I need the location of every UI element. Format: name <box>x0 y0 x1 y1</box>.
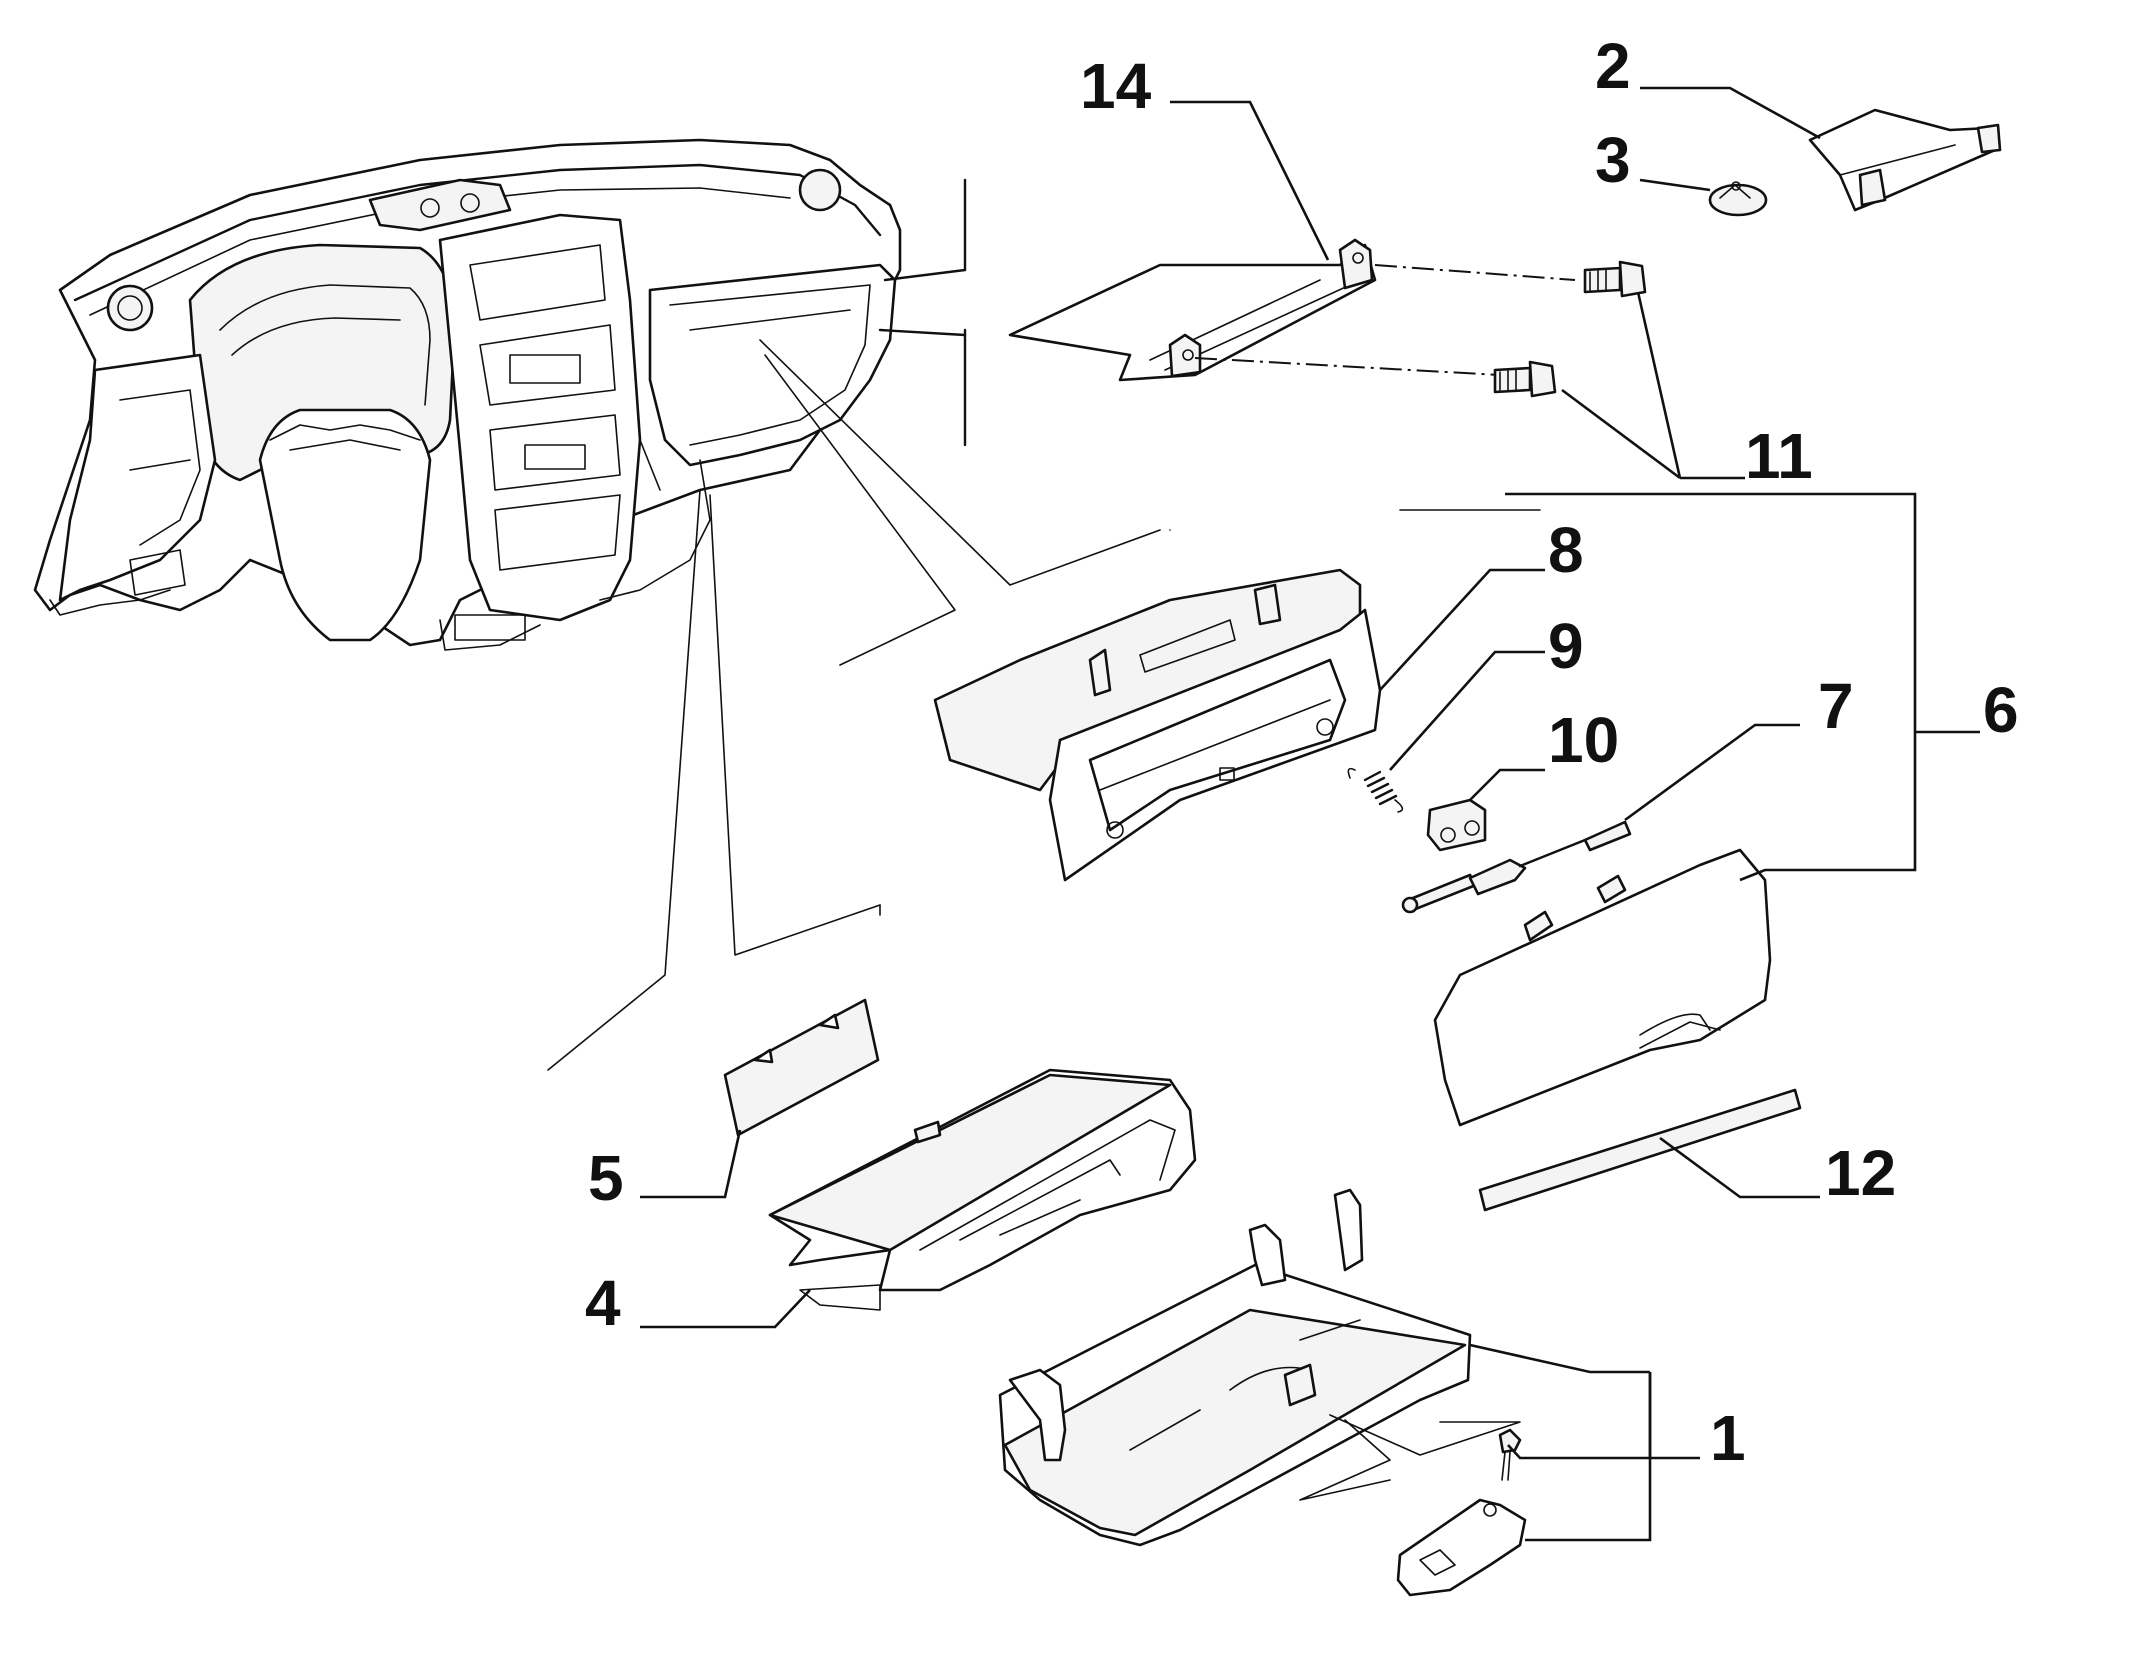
part-4-tray <box>768 1068 1197 1311</box>
callout-2: 2 <box>1595 30 1631 102</box>
dashboard-assembly <box>33 138 967 651</box>
part-12-strip <box>1478 1088 1802 1212</box>
part-8-glovebox-frame <box>933 568 1382 882</box>
callout-6: 6 <box>1983 674 2019 746</box>
callout-8: 8 <box>1548 514 1584 586</box>
part-14-bracket-plate <box>1008 238 1576 382</box>
part-5-cover <box>723 998 880 1137</box>
part-1-glovebox <box>998 1188 1527 1597</box>
callout-3: 3 <box>1595 124 1631 196</box>
callout-7: 7 <box>1818 670 1854 742</box>
callout-labels: 14 2 3 11 8 9 10 7 6 12 5 4 1 <box>585 30 2019 1474</box>
callout-4: 4 <box>585 1267 621 1339</box>
callout-9: 9 <box>1548 610 1584 682</box>
callout-1: 1 <box>1710 1402 1746 1474</box>
part-2-bracket <box>1808 108 2002 212</box>
part-7-rod <box>1401 820 1632 914</box>
part-6-lid <box>1433 848 1772 1127</box>
projection-lines <box>547 339 1541 1071</box>
callout-10: 10 <box>1548 704 1619 776</box>
callout-5: 5 <box>588 1142 624 1214</box>
leader-lines <box>640 86 1980 1542</box>
part-9-spring <box>1347 767 1404 813</box>
part-10-hinge-clip <box>1426 798 1487 852</box>
part-11-screws <box>1493 260 1647 398</box>
callout-14: 14 <box>1080 50 1152 122</box>
part-3-clip <box>1708 181 1768 217</box>
callout-12: 12 <box>1825 1137 1896 1209</box>
callout-11: 11 <box>1745 420 1813 492</box>
